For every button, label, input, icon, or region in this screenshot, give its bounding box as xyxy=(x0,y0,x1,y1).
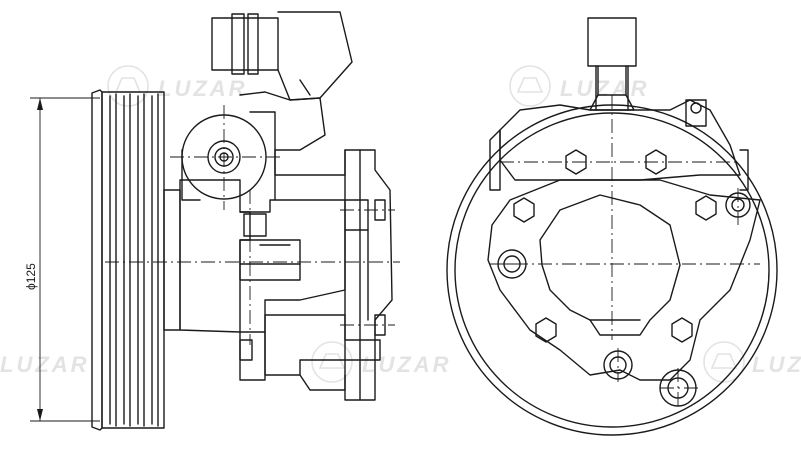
mounting-flange xyxy=(487,179,761,381)
front-view xyxy=(446,17,778,436)
watermark-logo-top-left: LUZAR xyxy=(107,65,248,107)
hex-bolts xyxy=(513,149,717,343)
pump-body xyxy=(179,149,393,401)
diameter-label: ϕ125 xyxy=(24,263,38,290)
hose-fitting xyxy=(211,11,353,101)
watermark-text: LUZAR xyxy=(752,352,801,377)
watermark-text: LUZAR xyxy=(0,352,90,377)
pulley xyxy=(91,89,181,431)
reservoir xyxy=(181,91,346,201)
watermark-text: LUZAR xyxy=(158,76,248,101)
watermark-logo-bottom-center: LUZAR xyxy=(311,341,452,383)
watermark-logo-top-right: LUZAR xyxy=(509,65,650,107)
side-view: ϕ125 xyxy=(24,11,400,431)
watermark-text: LUZAR xyxy=(362,352,452,377)
watermark-text: LUZAR xyxy=(560,76,650,101)
watermark-logo-bottom-left: LUZAR xyxy=(0,352,90,377)
bolt-holes xyxy=(497,192,751,407)
upper-housing xyxy=(499,99,741,181)
watermark-logo-bottom-right: LUZAR xyxy=(703,341,801,383)
diameter-dimension: ϕ125 xyxy=(24,97,100,422)
